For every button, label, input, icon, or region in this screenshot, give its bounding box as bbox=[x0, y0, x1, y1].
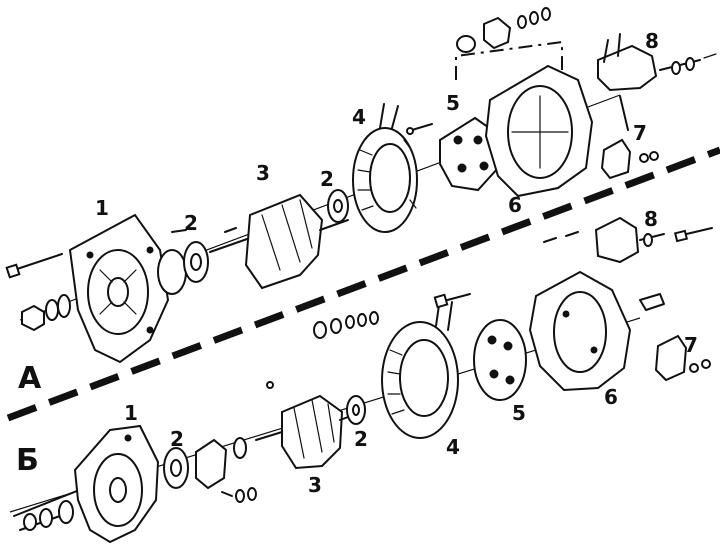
label-b-2: 2 bbox=[170, 427, 184, 451]
label-a-4: 4 bbox=[352, 105, 366, 129]
section-a-drive-end-housing bbox=[68, 213, 170, 364]
label-a-5: 5 bbox=[446, 91, 460, 115]
section-b-drive-end-housing bbox=[73, 424, 160, 544]
section-a-bearing-rear bbox=[327, 189, 349, 223]
section-a-assembly: 1 2 3 2 4 5 6 7 8 bbox=[5, 7, 717, 364]
section-b-rear-housing bbox=[528, 270, 632, 392]
section-a-bearing-front bbox=[157, 241, 209, 295]
section-a-top-bracket bbox=[455, 7, 563, 80]
label-b-8: 8 bbox=[644, 207, 658, 231]
section-b-rotor bbox=[255, 381, 357, 470]
section-a-rectifier bbox=[406, 116, 500, 192]
label-b-1: 1 bbox=[124, 401, 138, 425]
section-a-stator bbox=[352, 103, 418, 233]
section-divider bbox=[6, 146, 720, 422]
label-a-1: 1 bbox=[95, 196, 109, 220]
section-b-regulator bbox=[543, 216, 713, 264]
label-a-6: 6 bbox=[508, 193, 522, 217]
label-a-8: 8 bbox=[645, 29, 659, 53]
section-a-letter: А bbox=[18, 361, 42, 396]
section-b-bearing-rear bbox=[346, 395, 366, 425]
label-a-2: 2 bbox=[184, 211, 198, 235]
label-b-2b: 2 bbox=[354, 427, 368, 451]
label-a-7: 7 bbox=[633, 121, 647, 145]
label-b-4: 4 bbox=[446, 435, 460, 459]
section-a-rear-housing bbox=[484, 64, 594, 198]
label-b-3: 3 bbox=[308, 473, 322, 497]
section-b-small-parts bbox=[313, 293, 471, 339]
section-b-bearing-front bbox=[163, 437, 257, 503]
section-a-bolt bbox=[5, 253, 63, 279]
section-a-brush-holder bbox=[600, 95, 659, 180]
section-a-regulator bbox=[597, 33, 717, 92]
section-b-brush-holder bbox=[639, 293, 711, 382]
label-a-2b: 2 bbox=[320, 167, 334, 191]
section-a-rotor bbox=[209, 193, 349, 290]
section-b-rectifier bbox=[473, 319, 527, 401]
label-b-7: 7 bbox=[684, 333, 698, 357]
section-b-stator bbox=[381, 297, 459, 439]
section-a-small-parts bbox=[171, 227, 237, 233]
section-b-letter: Б bbox=[16, 443, 39, 478]
label-b-5: 5 bbox=[512, 401, 526, 425]
section-b-assembly: 1 2 3 2 4 5 6 7 8 bbox=[9, 207, 713, 544]
label-a-3: 3 bbox=[256, 161, 270, 185]
section-a-pulley-nut bbox=[21, 294, 71, 332]
label-b-6: 6 bbox=[604, 385, 618, 409]
